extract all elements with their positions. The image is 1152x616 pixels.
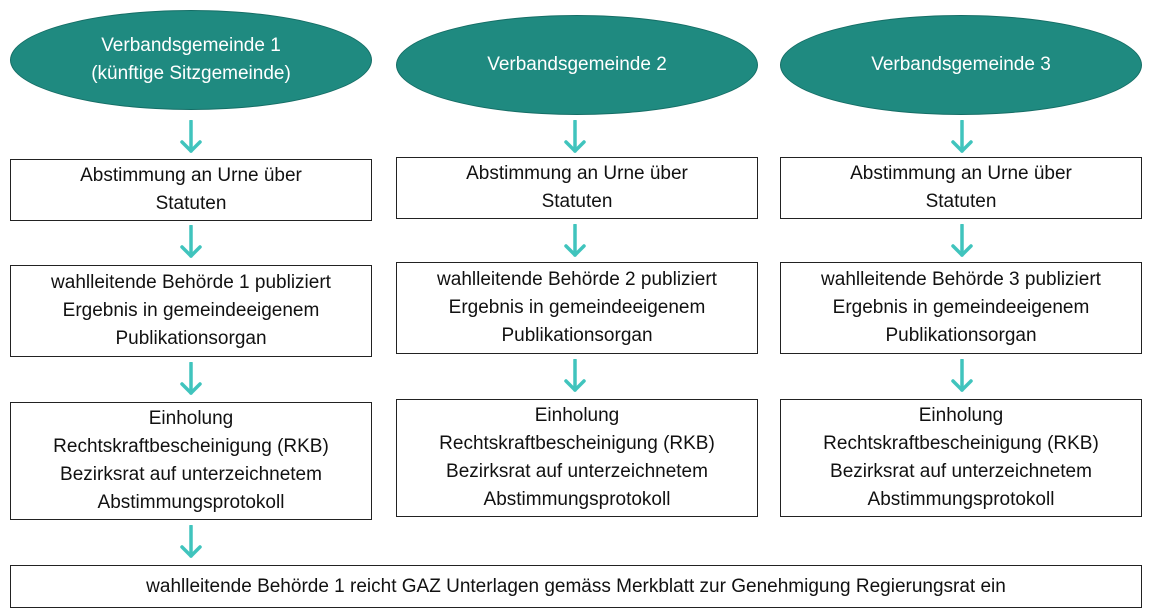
arrow-down-icon	[563, 359, 587, 393]
box-line: Abstimmung an Urne über	[80, 165, 302, 186]
box-line: wahlleitende Behörde 1 publiziert	[51, 272, 331, 293]
step-final-einreichung: wahlleitende Behörde 1 reicht GAZ Unterl…	[10, 565, 1142, 608]
header-line: Verbandsgemeinde 2	[487, 54, 667, 75]
arrow-down-icon	[950, 120, 974, 154]
arrow-down-icon	[179, 225, 203, 259]
header-verbandsgemeinde-3: Verbandsgemeinde 3	[780, 15, 1142, 115]
arrow-down-icon	[950, 224, 974, 258]
box-line: Abstimmung an Urne über	[850, 163, 1072, 184]
box-line: Abstimmungsprotokoll	[483, 489, 671, 510]
box-line: Einholung	[148, 408, 234, 429]
box-line: Publikationsorgan	[115, 328, 267, 349]
header-line: (künftige Sitzgemeinde)	[91, 63, 291, 84]
step-publikation-3: wahlleitende Behörde 3 publiziert Ergebn…	[780, 262, 1142, 354]
step-publikation-1: wahlleitende Behörde 1 publiziert Ergebn…	[10, 265, 372, 357]
header-verbandsgemeinde-2: Verbandsgemeinde 2	[396, 15, 758, 115]
box-line: wahlleitende Behörde 3 publiziert	[821, 269, 1101, 290]
box-line: Abstimmungsprotokoll	[97, 492, 285, 513]
box-line: wahlleitende Behörde 2 publiziert	[437, 269, 717, 290]
box-line: Einholung	[534, 405, 620, 426]
box-line: Bezirksrat auf unterzeichnetem	[830, 461, 1092, 482]
box-line: Statuten	[541, 191, 613, 212]
step-rkb-1: Einholung Rechtskraftbescheinigung (RKB)…	[10, 402, 372, 520]
box-line: Bezirksrat auf unterzeichnetem	[446, 461, 708, 482]
arrow-down-icon	[950, 359, 974, 393]
box-line: Publikationsorgan	[501, 325, 653, 346]
arrow-down-icon	[563, 224, 587, 258]
arrow-down-icon	[179, 525, 203, 559]
box-line: Statuten	[155, 193, 227, 214]
box-line: Ergebnis in gemeindeeigenem	[62, 300, 320, 321]
box-line: Ergebnis in gemeindeeigenem	[448, 297, 706, 318]
step-abstimmung-2: Abstimmung an Urne über Statuten	[396, 157, 758, 219]
box-line: Einholung	[918, 405, 1004, 426]
arrow-down-icon	[179, 362, 203, 396]
box-line: Rechtskraftbescheinigung (RKB)	[823, 433, 1099, 454]
arrow-down-icon	[563, 120, 587, 154]
box-line: Rechtskraftbescheinigung (RKB)	[53, 436, 329, 457]
step-rkb-2: Einholung Rechtskraftbescheinigung (RKB)…	[396, 399, 758, 517]
box-line: Statuten	[925, 191, 997, 212]
header-line: Verbandsgemeinde 1	[101, 35, 281, 56]
step-rkb-3: Einholung Rechtskraftbescheinigung (RKB)…	[780, 399, 1142, 517]
step-publikation-2: wahlleitende Behörde 2 publiziert Ergebn…	[396, 262, 758, 354]
arrow-down-icon	[179, 120, 203, 154]
final-step-text: wahlleitende Behörde 1 reicht GAZ Unterl…	[146, 575, 1006, 597]
box-line: Publikationsorgan	[885, 325, 1037, 346]
box-line: Rechtskraftbescheinigung (RKB)	[439, 433, 715, 454]
box-line: Bezirksrat auf unterzeichnetem	[60, 464, 322, 485]
box-line: Abstimmung an Urne über	[466, 163, 688, 184]
step-abstimmung-3: Abstimmung an Urne über Statuten	[780, 157, 1142, 219]
header-line: Verbandsgemeinde 3	[871, 54, 1051, 75]
header-verbandsgemeinde-1: Verbandsgemeinde 1 (künftige Sitzgemeind…	[10, 10, 372, 110]
step-abstimmung-1: Abstimmung an Urne über Statuten	[10, 159, 372, 221]
box-line: Abstimmungsprotokoll	[867, 489, 1055, 510]
box-line: Ergebnis in gemeindeeigenem	[832, 297, 1090, 318]
